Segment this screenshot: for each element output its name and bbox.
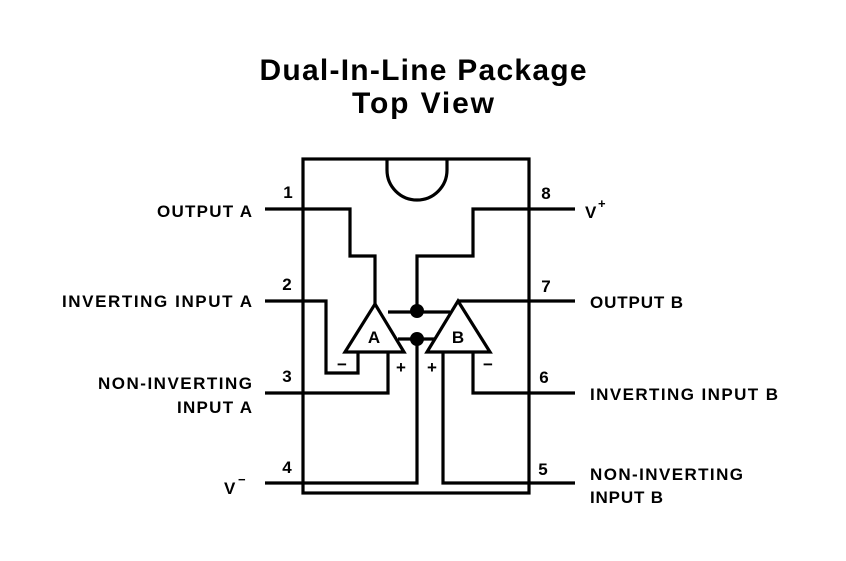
pin-number-6: 6 (539, 368, 548, 387)
internal-wiring (265, 207, 575, 485)
opamp-b-plus: + (427, 358, 437, 377)
title-line-2: Top View (352, 87, 495, 120)
pin3-label-line2: INPUT A (177, 398, 252, 417)
pin2-wire (265, 299, 360, 375)
pin4-label: V (224, 479, 236, 498)
pin-number-4: 4 (282, 458, 292, 477)
pin6-wire (471, 352, 575, 395)
pin1-wire (265, 207, 377, 304)
pin8-wire (415, 207, 575, 310)
opamp-a-plus: + (396, 358, 406, 377)
pin-number-2: 2 (282, 275, 291, 294)
pin2-label: INVERTING INPUT A (62, 292, 252, 311)
pin-number-8: 8 (541, 184, 550, 203)
pin8-label: V (585, 203, 597, 222)
pin3-wire (265, 352, 390, 395)
opamp-b-triangle (424, 297, 493, 354)
pin4-wire (265, 338, 419, 485)
opamp-a-triangle (342, 300, 407, 354)
left-pin-labels: OUTPUT A INVERTING INPUT A NON-INVERTING… (62, 202, 252, 498)
package-notch (385, 159, 449, 202)
pin5-wire (441, 352, 575, 485)
pin5-label-line1: NON-INVERTING (590, 465, 743, 484)
pin4-superscript: − (238, 472, 246, 487)
pin-number-3: 3 (282, 367, 291, 386)
pin5-label-line2: INPUT B (590, 488, 663, 507)
pin3-label-line1: NON-INVERTING (98, 374, 252, 393)
package-body (301, 157, 531, 495)
pin7-label: OUTPUT B (590, 293, 683, 312)
vminus-junction-dot (410, 332, 424, 346)
vplus-junction-dot (410, 304, 424, 318)
opamp-b-minus: − (483, 355, 493, 374)
right-pin-labels: V + OUTPUT B INVERTING INPUT B NON-INVER… (585, 196, 778, 507)
opamp-b-label: B (452, 328, 464, 347)
pin-number-1: 1 (283, 183, 292, 202)
opamp-b: B − + (424, 297, 493, 377)
opamp-a: A − + (337, 300, 407, 377)
pin-numbers: 1 2 3 4 5 6 7 8 (282, 183, 550, 479)
pin6-label: INVERTING INPUT B (590, 385, 778, 404)
opamp-a-minus: − (337, 355, 347, 374)
pin-number-5: 5 (538, 460, 547, 479)
pin-number-7: 7 (541, 277, 550, 296)
pin1-label: OUTPUT A (157, 202, 252, 221)
opamp-a-label: A (368, 328, 380, 347)
pin8-superscript: + (598, 196, 606, 211)
title-line-1: Dual-In-Line Package (260, 54, 587, 87)
